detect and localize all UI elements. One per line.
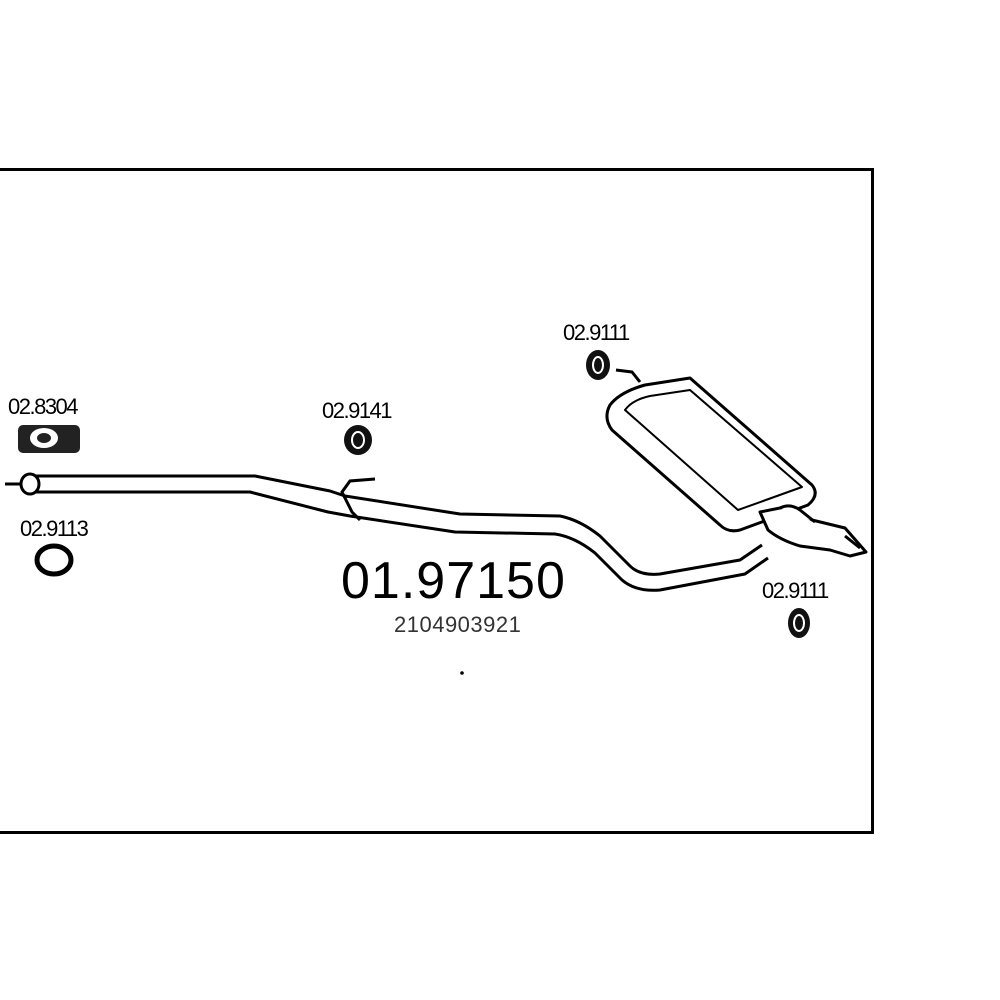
- part-number: 01.97150: [341, 552, 566, 610]
- exhaust-pipe: [30, 474, 769, 592]
- clamp-label: 02.8304: [8, 394, 78, 419]
- diagram-frame: [0, 168, 874, 834]
- rubber-mount-center-icon: [344, 425, 372, 455]
- rubber-mount-rear-bottom-label: 02.9111: [762, 578, 829, 603]
- dot-mark: [460, 671, 464, 675]
- clamp-icon: [18, 425, 80, 453]
- ring-gasket-label: 02.9113: [20, 516, 89, 541]
- ring-gasket-icon: [34, 543, 74, 577]
- rubber-mount-rear-top-label: 02.9111: [563, 320, 630, 345]
- rubber-mount-rear-top-icon: [586, 350, 610, 380]
- inlet-flange: [5, 472, 41, 496]
- rubber-mount-center-label: 02.9141: [322, 398, 392, 423]
- rear-silencer: [605, 368, 868, 558]
- oem-number: 2104903921: [394, 612, 521, 637]
- pipe-hanger-bracket: [340, 477, 376, 522]
- rubber-mount-rear-bottom-icon: [788, 608, 810, 638]
